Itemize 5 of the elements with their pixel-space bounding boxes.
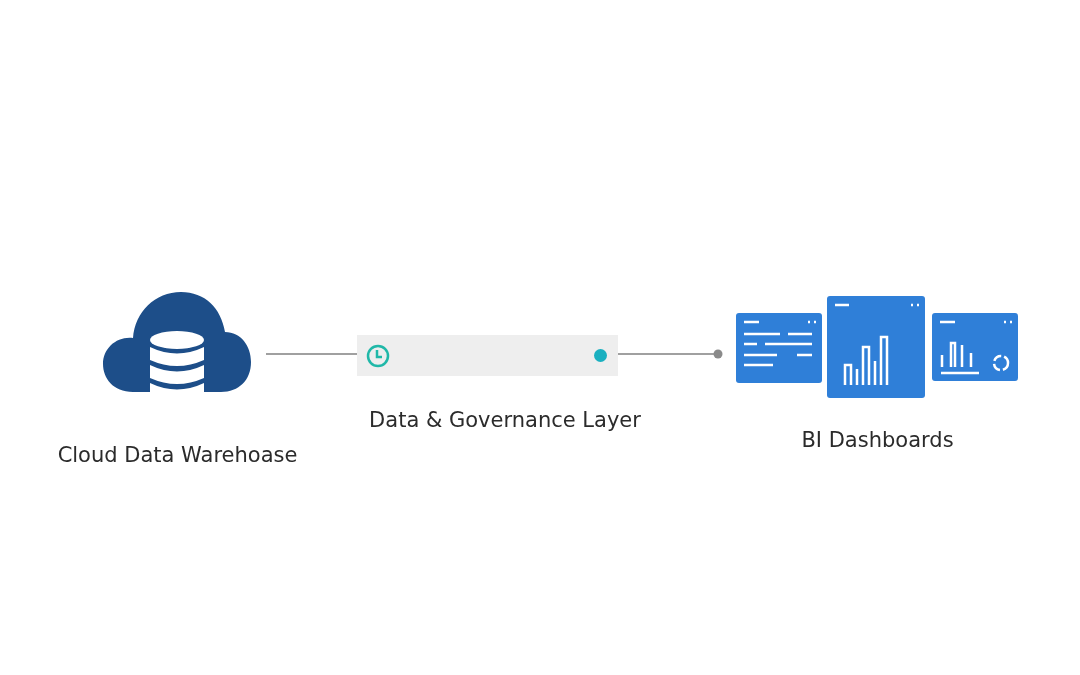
connector-line [617, 349, 723, 359]
connector-line [265, 353, 358, 355]
node-label: Data & Governance Layer [368, 408, 642, 432]
node-label: Cloud Data Warehoase [56, 443, 299, 467]
node-label: BI Dashboards [800, 428, 955, 452]
